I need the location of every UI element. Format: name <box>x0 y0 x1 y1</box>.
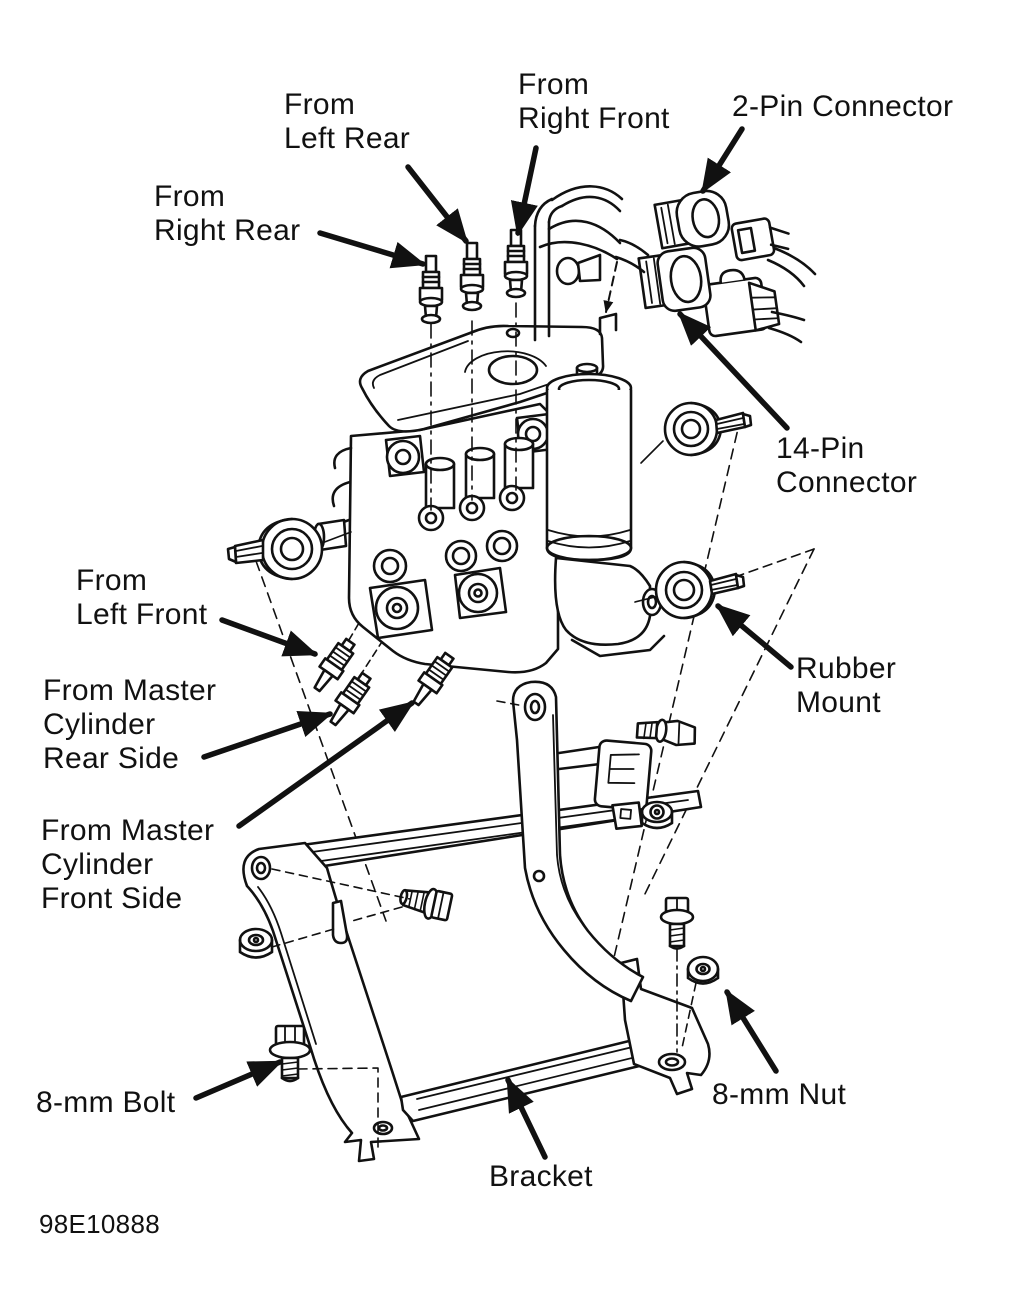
label-bracket: Bracket <box>489 1160 593 1193</box>
eight-mm-nut-part <box>688 957 718 984</box>
bracket-right-bolt <box>661 898 693 949</box>
solenoid-valves <box>426 438 533 508</box>
arrow-bracket <box>508 1077 545 1157</box>
clip-nut <box>642 802 672 828</box>
eight-mm-bolt-part <box>270 1026 310 1081</box>
figure-code: 98E10888 <box>39 1209 160 1239</box>
harness-clip <box>559 740 652 831</box>
arrow-mc-front-side <box>239 703 412 826</box>
two-pin-connector-pair <box>654 188 815 286</box>
modulator-lid <box>360 314 616 431</box>
label-from-left-front: From Left Front <box>76 564 208 631</box>
arrow-from-right-front <box>510 148 536 237</box>
brake-line-fitting-right-rear <box>420 256 442 323</box>
accumulator-cylinder <box>547 364 631 560</box>
arrow-eight-mm-nut <box>727 989 776 1071</box>
arrow-from-right-rear <box>320 233 427 269</box>
label-from-right-front: From Right Front <box>518 68 670 135</box>
arrow-mc-rear-side <box>204 710 334 757</box>
arrow-from-left-front <box>222 620 319 654</box>
label-eight-mm-nut: 8-mm Nut <box>712 1078 847 1111</box>
mounting-bracket <box>243 682 709 1161</box>
arrow-eight-mm-bolt <box>196 1062 284 1098</box>
brake-line-ports <box>370 486 524 638</box>
label-from-master-cylinder-rear-side: From Master Cylinder Rear Side <box>43 674 217 775</box>
fourteen-pin-connector-pair <box>616 240 804 342</box>
fastener-leader-lines <box>272 701 696 1150</box>
label-fourteen-pin-connector: 14-Pin Connector <box>776 432 918 499</box>
fitting-from-master-cylinder-rear <box>324 669 375 729</box>
arrow-fourteen-pin <box>680 314 787 428</box>
fitting-from-left-front <box>308 635 359 695</box>
label-from-master-cylinder-front-side: From Master Cylinder Front Side <box>41 814 215 915</box>
two-pin-connector-female <box>654 188 732 253</box>
two-pin-connector-male <box>731 215 792 261</box>
brake-line-fitting-left-rear <box>461 243 483 310</box>
label-two-pin-connector: 2-Pin Connector <box>732 90 954 123</box>
arrow-rubber-mount <box>718 606 791 667</box>
label-from-right-rear: From Right Rear <box>154 180 301 247</box>
clip-bolt <box>636 716 698 748</box>
pump-body <box>555 558 664 656</box>
rubber-mount-right-lower <box>635 562 744 618</box>
arrow-from-left-rear <box>408 167 466 241</box>
bracket-center-bolt <box>397 883 452 923</box>
label-eight-mm-bolt: 8-mm Bolt <box>36 1086 176 1119</box>
abs-modulator-block <box>314 404 558 672</box>
wire-harness <box>535 186 622 340</box>
fourteen-pin-connector-male <box>701 265 779 337</box>
label-from-left-rear: From Left Rear <box>284 88 411 155</box>
fitting-axis-lines <box>431 303 516 510</box>
callout-arrows <box>196 129 791 1157</box>
fourteen-pin-connector-female <box>638 246 712 315</box>
brake-line-fitting-right-front <box>505 230 527 297</box>
bracket-left-nut <box>240 929 272 958</box>
rubber-mount-left <box>228 519 351 579</box>
arrow-two-pin <box>703 129 742 194</box>
rubber-mount-right-upper <box>641 403 751 463</box>
label-rubber-mount: Rubber Mount <box>796 652 897 719</box>
fitting-from-master-cylinder-front <box>407 649 458 709</box>
